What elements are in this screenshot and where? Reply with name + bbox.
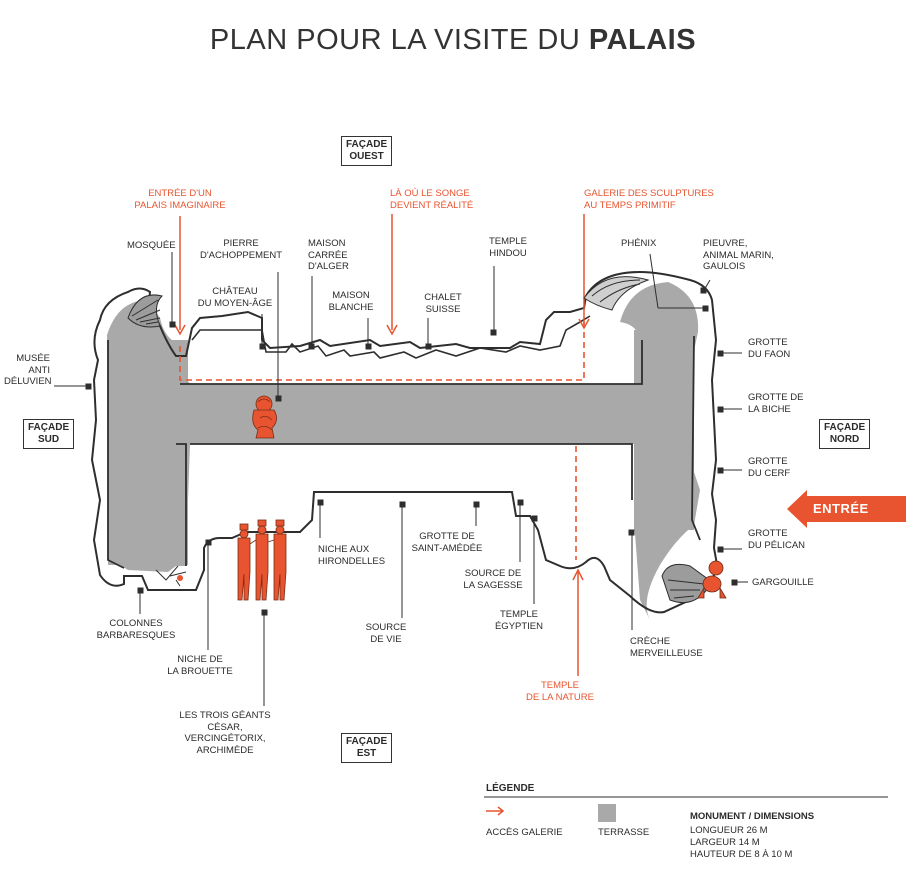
statue-figure-icon (252, 395, 277, 439)
label-temple-nature: TEMPLE DE LA NATURE (526, 680, 594, 703)
legend-monument-title: MONUMENT / DIMENSIONS (690, 811, 815, 822)
facade-nord: FAÇADE NORD (819, 419, 871, 449)
label-source-vie: SOURCE DE VIE (365, 622, 407, 645)
label-musee: MUSÉE ANTI DÉLUVIEN (4, 353, 52, 387)
outer-wall (90, 270, 720, 614)
facade-sud: FAÇADE SUD (23, 419, 75, 449)
label-mosquee: MOSQUÉE (127, 240, 176, 251)
legend-largeur: LARGEUR 14 M (690, 837, 760, 848)
three-giants-figure-icon (237, 519, 287, 601)
gallery-access-route (179, 318, 585, 381)
facade-ouest: FAÇADE OUEST (341, 136, 393, 166)
legend-longueur: LONGUEUR 26 M (690, 825, 768, 836)
label-pelican: GROTTE DU PÉLICAN (748, 528, 806, 551)
page-title: PLAN POUR LA VISITE DU PALAIS (0, 24, 906, 57)
label-creche: CRÈCHE MERVEILLEUSE (630, 636, 703, 659)
plant-icon (155, 565, 187, 587)
label-maison-blanche: MAISON BLANCHE (328, 290, 374, 313)
phenix-shell-icon (583, 276, 650, 311)
monkey-gargoyle-icon (697, 560, 727, 599)
label-phenix: PHÉNIX (621, 238, 657, 249)
label-geants: LES TROIS GÉANTS CÉSAR, VERCINGÉTORIX, A… (179, 710, 271, 756)
label-temple-hindou: TEMPLE HINDOU (488, 236, 527, 259)
central-gallery (175, 384, 643, 444)
label-temple-egyptien: TEMPLE ÉGYPTIEN (494, 609, 544, 632)
title-prefix: PLAN POUR LA VISITE DU (209, 24, 581, 56)
label-chateau: CHÂTEAU DU MOYEN-ÂGE (197, 286, 273, 309)
legend-acces: ACCÈS GALERIE (486, 827, 563, 838)
legend-title: LÉGENDE (486, 783, 535, 794)
label-cerf: GROTTE DU CERF (748, 456, 791, 479)
label-sagesse: SOURCE DE LA SAGESSE (463, 568, 523, 591)
legend-hauteur: HAUTEUR DE 8 À 10 M (690, 849, 793, 860)
label-brouette: NICHE DE LA BROUETTE (167, 654, 233, 677)
label-hirondelles: NICHE AUX HIRONDELLES (318, 544, 386, 567)
label-gargouille: GARGOUILLE (752, 577, 814, 588)
label-chalet: CHALET SUISSE (424, 292, 462, 315)
spiral-shell-icon (127, 294, 163, 328)
label-pieuvre: PIEUVRE, ANIMAL MARIN, GAULOIS (703, 238, 774, 272)
title-bold: PALAIS (588, 24, 697, 56)
arrow-left-icon (787, 490, 906, 528)
leader-lines (54, 252, 748, 706)
label-saint-amedee: GROTTE DE SAINT-AMÉDÉE (411, 531, 483, 554)
label-biche: GROTTE DE LA BICHE (748, 392, 804, 415)
facade-est: FAÇADE EST (341, 733, 393, 763)
legend-terrasse: TERRASSE (598, 827, 650, 838)
label-pierre: PIERRE D'ACHOPPEMENT (199, 238, 283, 261)
west-wing (108, 340, 188, 565)
label-colonnes: COLONNES BARBARESQUES (96, 618, 176, 641)
arrow-right-icon (174, 214, 590, 676)
entrance-label: ENTRÉE (813, 501, 869, 516)
label-entree-palais: ENTRÉE D'UN PALAIS IMAGINAIRE (134, 188, 226, 211)
terrace-area (107, 282, 700, 620)
label-maison-carree: MAISON CARRÉE D'ALGER (308, 238, 349, 272)
label-faon: GROTTE DU FAON (748, 337, 791, 360)
label-galerie: GALERIE DES SCULPTURES AU TEMPS PRIMITIF (584, 188, 714, 211)
label-songe: LÀ OÙ LE SONGE DEVIENT RÉALITÉ (390, 188, 474, 211)
north-wall-crenellation (191, 315, 591, 359)
entrance-arrow[interactable]: ENTRÉE (787, 490, 906, 528)
east-wing (634, 330, 694, 530)
legend-graphics (484, 796, 888, 822)
